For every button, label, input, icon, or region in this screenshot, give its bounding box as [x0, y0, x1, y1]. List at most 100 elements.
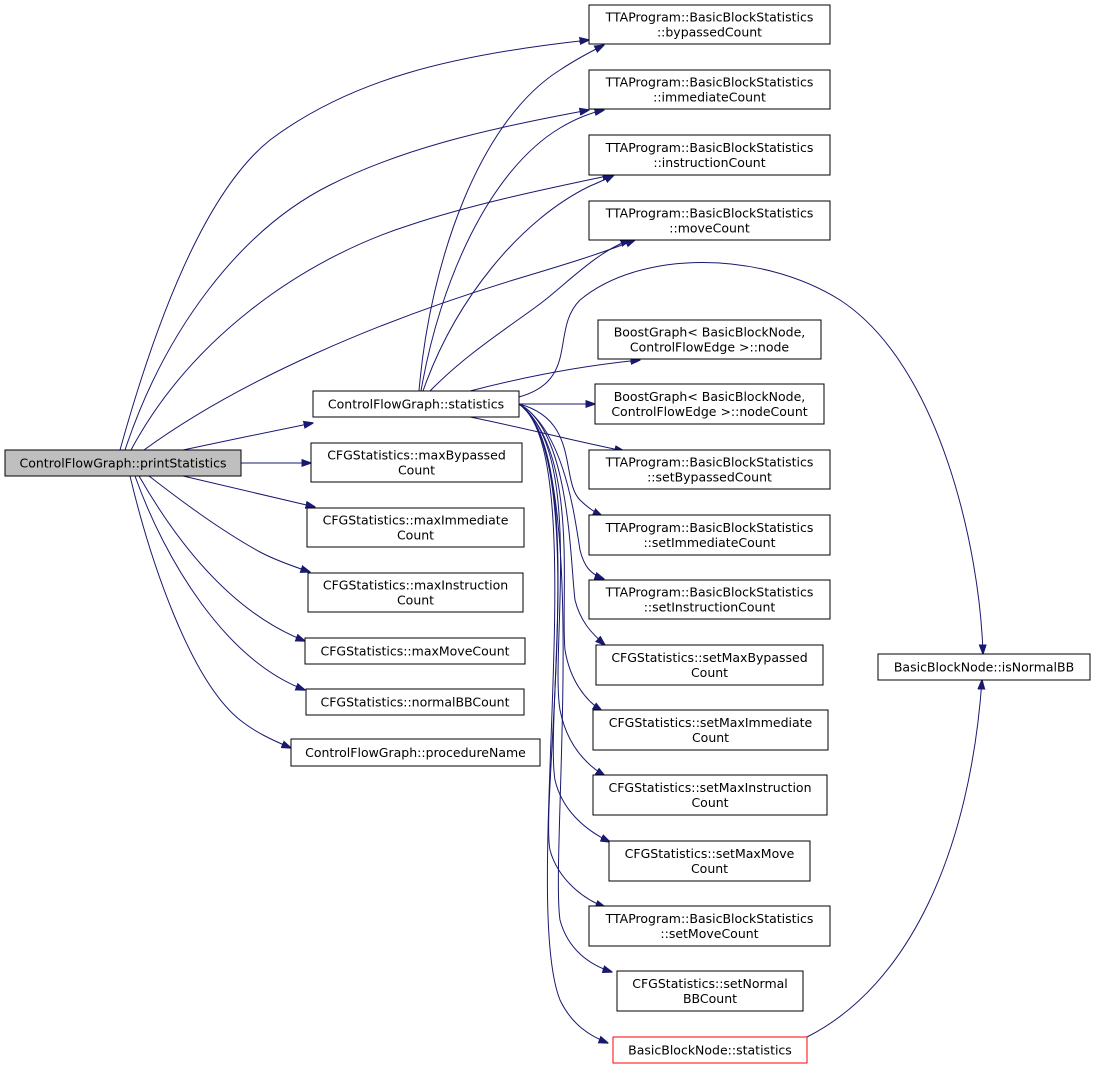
- edge-printStatistics-to-cfg_statistics: [182, 423, 313, 451]
- edge-printStatistics-to-instructionCount: [130, 175, 612, 451]
- node-label: ::instructionCount: [653, 155, 765, 170]
- node-box[interactable]: [595, 644, 824, 686]
- node-label: ::setImmediateCount: [643, 535, 775, 550]
- node-maxMoveCount[interactable]: CFGStatistics::maxMoveCount: [304, 637, 526, 665]
- node-label: ControlFlowEdge >::node: [630, 340, 790, 355]
- node-box[interactable]: [310, 442, 523, 483]
- node-box[interactable]: [588, 905, 831, 947]
- node-label: ::moveCount: [669, 221, 750, 236]
- node-label: ::setMoveCount: [660, 926, 758, 941]
- node-box[interactable]: [877, 653, 1091, 681]
- edge-printStatistics-to-normalBBCount: [134, 475, 305, 690]
- node-box[interactable]: [597, 319, 822, 360]
- node-label: TTAProgram::BasicBlockStatistics: [605, 206, 814, 221]
- node-box[interactable]: [312, 390, 520, 418]
- edge-printStatistics-to-immediateCount: [124, 110, 589, 451]
- node-box[interactable]: [306, 507, 525, 548]
- node-label: TTAProgram::BasicBlockStatistics: [605, 10, 814, 25]
- node-box[interactable]: [304, 637, 526, 665]
- node-box[interactable]: [588, 579, 831, 620]
- node-bg_nodeCount[interactable]: BoostGraph< BasicBlockNode,ControlFlowEd…: [594, 383, 825, 425]
- edge-cfg_statistics-to-bbn_statistics: [518, 403, 608, 1043]
- node-box[interactable]: [4, 449, 242, 477]
- node-bbn_statistics[interactable]: BasicBlockNode::statistics: [612, 1036, 808, 1064]
- edge-cfg_statistics-to-moveCount: [429, 240, 630, 392]
- node-box[interactable]: [616, 970, 804, 1012]
- node-setImmediateCount[interactable]: TTAProgram::BasicBlockStatistics::setImm…: [588, 514, 831, 556]
- node-box[interactable]: [588, 514, 831, 556]
- edge-cfg_statistics-to-instructionCount: [422, 175, 614, 392]
- node-box[interactable]: [307, 572, 524, 613]
- edge-cfg_statistics-to-bg_node: [469, 360, 640, 392]
- edge-printStatistics-to-maxMoveCount: [138, 475, 305, 641]
- node-isNormalBB[interactable]: BasicBlockNode::isNormalBB: [877, 653, 1091, 681]
- node-box[interactable]: [588, 69, 831, 110]
- node-bypassedCount[interactable]: TTAProgram::BasicBlockStatistics::bypass…: [588, 4, 831, 45]
- node-label: CFGStatistics::setNormal: [632, 976, 788, 991]
- node-box[interactable]: [588, 134, 831, 176]
- node-procedureName[interactable]: ControlFlowGraph::procedureName: [290, 738, 541, 767]
- node-label: Count: [397, 528, 434, 543]
- node-label: BoostGraph< BasicBlockNode,: [614, 325, 806, 340]
- edge-cfg_statistics-to-immediateCount: [420, 110, 604, 392]
- node-label: Count: [691, 861, 728, 876]
- node-box[interactable]: [305, 688, 525, 716]
- node-label: CFGStatistics::maxMoveCount: [320, 644, 509, 659]
- node-box[interactable]: [290, 738, 541, 767]
- edge-cfg_statistics-to-isNormalBB: [518, 262, 983, 655]
- node-setBypassedCount[interactable]: TTAProgram::BasicBlockStatistics::setByp…: [588, 449, 831, 490]
- edge-cfg_statistics-to-setMaxBypassed: [518, 403, 605, 645]
- node-label: CFGStatistics::setMaxImmediate: [609, 715, 813, 730]
- node-label: ControlFlowGraph::statistics: [328, 397, 504, 412]
- node-label: BoostGraph< BasicBlockNode,: [614, 389, 806, 404]
- node-box[interactable]: [592, 709, 829, 751]
- node-setInstructionCount[interactable]: TTAProgram::BasicBlockStatistics::setIns…: [588, 579, 831, 620]
- node-box[interactable]: [608, 840, 811, 882]
- node-label: Count: [691, 665, 728, 680]
- edge-printStatistics-to-bypassedCount: [119, 40, 589, 451]
- node-moveCount[interactable]: TTAProgram::BasicBlockStatistics::moveCo…: [588, 200, 831, 241]
- node-setMoveCount[interactable]: TTAProgram::BasicBlockStatistics::setMov…: [588, 905, 831, 947]
- node-box[interactable]: [588, 200, 831, 241]
- node-label: TTAProgram::BasicBlockStatistics: [605, 911, 814, 926]
- node-label: CFGStatistics::maxBypassed: [327, 448, 506, 463]
- node-cfg_statistics[interactable]: ControlFlowGraph::statistics: [312, 390, 520, 418]
- node-label: CFGStatistics::maxInstruction: [323, 578, 508, 593]
- node-label: ControlFlowGraph::printStatistics: [20, 456, 227, 471]
- node-box[interactable]: [588, 449, 831, 490]
- node-label: Count: [397, 593, 434, 608]
- node-box[interactable]: [588, 4, 831, 45]
- node-immediateCount[interactable]: TTAProgram::BasicBlockStatistics::immedi…: [588, 69, 831, 110]
- node-box[interactable]: [594, 383, 825, 425]
- edge-printStatistics-to-maxImmediate: [182, 475, 315, 507]
- node-label: ControlFlowEdge >::nodeCount: [611, 404, 807, 419]
- edge-printStatistics-to-moveCount: [143, 240, 635, 451]
- node-label: BasicBlockNode::statistics: [628, 1043, 792, 1058]
- node-normalBBCount[interactable]: CFGStatistics::normalBBCount: [305, 688, 525, 716]
- node-box[interactable]: [612, 1036, 808, 1064]
- node-label: TTAProgram::BasicBlockStatistics: [605, 585, 814, 600]
- function-nodes: ControlFlowGraph::printStatisticsControl…: [4, 4, 1091, 1064]
- node-bg_node[interactable]: BoostGraph< BasicBlockNode,ControlFlowEd…: [597, 319, 822, 360]
- node-instructionCount[interactable]: TTAProgram::BasicBlockStatistics::instru…: [588, 134, 831, 176]
- node-label: Count: [692, 730, 729, 745]
- edge-cfg_statistics-to-setImmediateCount: [518, 403, 602, 516]
- node-printStatistics[interactable]: ControlFlowGraph::printStatistics: [4, 449, 242, 477]
- edge-cfg_statistics-to-bypassedCount: [418, 45, 604, 392]
- node-box[interactable]: [592, 774, 828, 816]
- edge-cfg_statistics-to-setMoveCount: [518, 403, 605, 907]
- edge-cfg_statistics-to-setInstructionCount: [518, 403, 604, 579]
- node-label: CFGStatistics::setMaxBypassed: [611, 650, 807, 665]
- node-label: Count: [398, 463, 435, 478]
- node-label: TTAProgram::BasicBlockStatistics: [605, 140, 814, 155]
- node-label: ControlFlowGraph::procedureName: [305, 745, 526, 760]
- call-edges: [119, 40, 983, 1043]
